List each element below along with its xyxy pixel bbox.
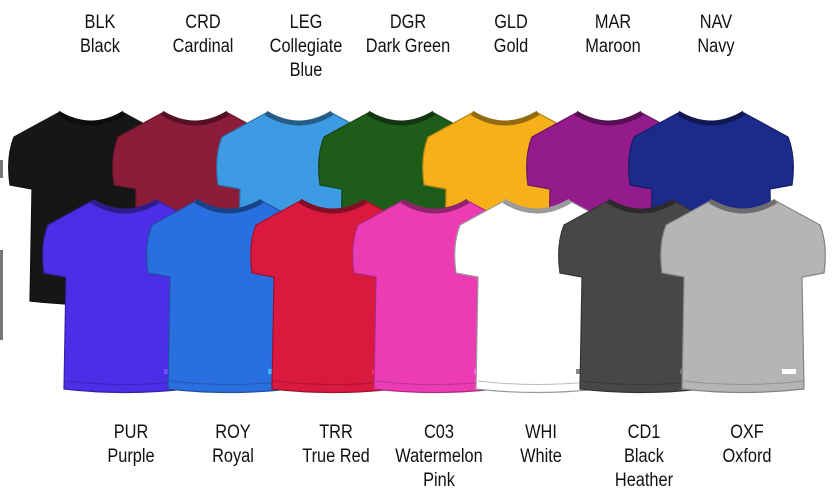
swatch-label-trr: TRR True Red	[289, 421, 384, 469]
color-code: OXF	[730, 422, 764, 443]
swatch-label-nav: NAV Navy	[669, 11, 764, 59]
swatch-label-leg: LEG Collegiate Blue	[259, 11, 354, 83]
color-name: Maroon	[585, 36, 641, 57]
color-name: Gold	[493, 36, 529, 57]
color-code: ROY	[215, 422, 251, 443]
color-name: Black	[80, 36, 120, 57]
swatch-label-gld: GLD Gold	[464, 11, 559, 59]
swatch-label-whi: WHI White	[494, 421, 589, 469]
color-name: Black Heather	[614, 446, 674, 491]
color-code: CD1	[627, 422, 661, 443]
color-code: MAR	[594, 12, 632, 33]
color-name: Oxford	[722, 446, 772, 467]
swatch-label-blk: BLK Black	[53, 11, 148, 59]
color-code: CRD	[185, 12, 221, 33]
color-code: NAV	[699, 12, 733, 33]
color-name: White	[520, 446, 562, 467]
color-code: TRR	[319, 422, 353, 443]
color-code: DGR	[389, 12, 427, 33]
tshirt-oxf	[660, 198, 826, 394]
color-code: LEG	[289, 12, 323, 33]
color-name: Purple	[107, 446, 155, 467]
swatch-label-c03: C03 Watermelon Pink	[392, 421, 487, 493]
swatch-label-dgr: DGR Dark Green	[361, 11, 456, 59]
color-code: BLK	[84, 12, 116, 33]
color-code: PUR	[113, 422, 149, 443]
color-code: WHI	[525, 422, 557, 443]
swatch-label-cd1: CD1 Black Heather	[597, 421, 692, 493]
swatch-label-pur: PUR Purple	[84, 421, 179, 469]
color-name: Dark Green	[365, 36, 451, 57]
edge-mark	[0, 250, 3, 340]
swatch-label-oxf: OXF Oxford	[700, 421, 795, 469]
color-code: C03	[424, 422, 454, 443]
color-name: Navy	[697, 36, 735, 57]
brand-tag	[782, 369, 796, 374]
swatch-label-mar: MAR Maroon	[566, 11, 661, 59]
swatch-label-crd: CRD Cardinal	[156, 11, 251, 59]
color-name: True Red	[302, 446, 370, 467]
color-name: Royal	[212, 446, 254, 467]
edge-mark	[0, 160, 3, 178]
color-code: GLD	[494, 12, 528, 33]
color-name: Watermelon Pink	[395, 446, 483, 491]
color-name: Collegiate Blue	[269, 36, 343, 81]
swatch-label-roy: ROY Royal	[186, 421, 281, 469]
color-name: Cardinal	[172, 36, 234, 57]
